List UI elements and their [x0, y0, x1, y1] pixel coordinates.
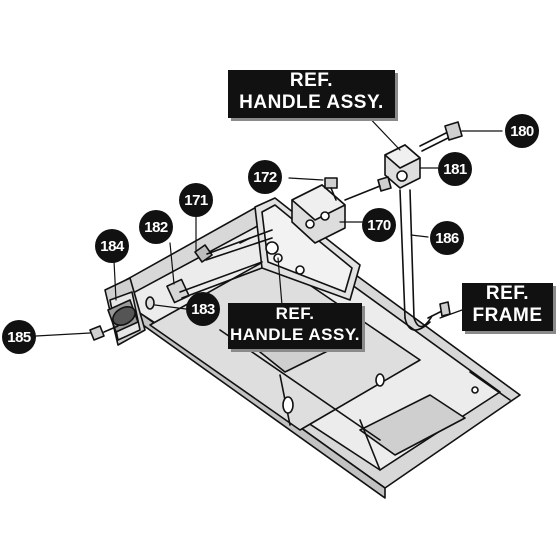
bolt-171-shape [194, 229, 273, 263]
spacer-182-shape [145, 261, 263, 310]
callout-182: 182 [139, 210, 173, 244]
callout-181: 181 [438, 152, 472, 186]
handle-bolt-shape [344, 176, 392, 201]
callout-170-text: 170 [367, 216, 391, 234]
callout-183: 183 [186, 292, 220, 326]
ref-frame-line2: FRAME [472, 305, 543, 326]
callout-184: 184 [95, 229, 129, 263]
callout-171: 171 [179, 183, 213, 217]
callout-186-text: 186 [435, 229, 459, 247]
ref-handle-top-line1: REF. [289, 70, 334, 91]
clamp-block-181-shape [384, 144, 421, 189]
ref-frame-label: REF. FRAME [462, 283, 553, 331]
front-plate [104, 277, 146, 346]
ref-handle-mid-line1: REF. [275, 304, 315, 323]
ref-frame-line1: REF. [485, 283, 530, 304]
ref-handle-assy-label-top: REF. HANDLE ASSY. [228, 70, 395, 118]
side-upright [254, 197, 361, 301]
bolt-185-shape [89, 325, 119, 341]
callout-183-text: 183 [191, 300, 215, 318]
bolt-180-shape [419, 121, 463, 152]
callout-171-text: 171 [184, 191, 208, 209]
callout-185-text: 185 [7, 328, 31, 346]
leader-lines [35, 109, 503, 337]
bolt-172-shape [324, 177, 338, 201]
callout-172: 172 [248, 160, 282, 194]
ref-handle-mid-line2: HANDLE ASSY. [229, 325, 361, 344]
ref-handle-top-line2: HANDLE ASSY. [239, 92, 384, 113]
callout-172-text: 172 [253, 168, 277, 186]
ref-handle-assy-label-mid: REF. HANDLE ASSY. [228, 303, 362, 349]
link-rod-186-shape [399, 189, 451, 331]
callout-186: 186 [430, 221, 464, 255]
callout-185: 185 [2, 320, 36, 354]
callout-180-text: 180 [510, 122, 534, 140]
callout-182-text: 182 [144, 218, 168, 236]
mounting-block [291, 184, 346, 244]
callout-184-text: 184 [100, 237, 124, 255]
callout-181-text: 181 [443, 160, 467, 178]
callout-180: 180 [505, 114, 539, 148]
callout-170: 170 [362, 208, 396, 242]
